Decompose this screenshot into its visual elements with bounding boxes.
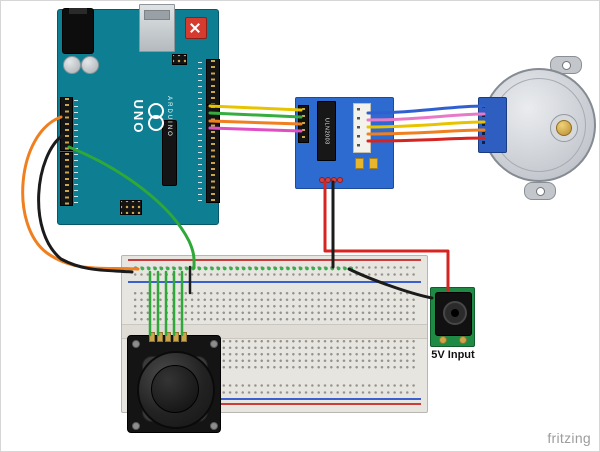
arduino-uno-board: ARDUINO UNO <box>57 4 220 225</box>
breadboard-blue-rail-line-top <box>128 281 421 283</box>
joystick-screw <box>210 422 218 430</box>
wire-arduino-to-driver-magenta <box>208 126 303 133</box>
joystick-pin-4 <box>173 332 179 342</box>
barrel-jack-opening <box>443 301 467 325</box>
joystick-pin-5 <box>181 332 187 342</box>
breadboard-used-rail-highlight <box>133 265 355 272</box>
arduino-logo: ARDUINO UNO <box>122 77 182 157</box>
arduino-model-text: UNO <box>131 99 147 135</box>
motor-shaft <box>556 120 572 136</box>
uln2003-chip-label: ULN2003 <box>323 117 330 145</box>
driver-input-header <box>298 105 309 143</box>
driver-power-pin-1 <box>319 177 325 183</box>
arduino-digital-header-lower <box>206 105 220 203</box>
arduino-power-header <box>60 97 73 151</box>
arduino-silkscreen-left <box>74 100 78 204</box>
motor-tab-hole-bottom <box>536 187 545 196</box>
driver-power-pin-4 <box>337 177 343 183</box>
motor-mounting-tab-top <box>550 56 582 74</box>
joystick-module <box>127 332 221 433</box>
arduino-digital-header-upper <box>206 59 220 105</box>
joystick-stick-top <box>151 365 199 413</box>
joystick-screw <box>210 340 218 348</box>
joystick-pin-3 <box>165 332 171 342</box>
arduino-reset-button <box>185 17 207 39</box>
power-pad-1 <box>439 336 447 344</box>
power-jack-module <box>430 287 475 347</box>
joystick-pin-1 <box>149 332 155 342</box>
motor-connector <box>478 97 507 153</box>
uln2003-chip: ULN2003 <box>317 101 336 161</box>
arduino-infinity-icon <box>148 103 165 131</box>
arduino-capacitor-2 <box>81 56 99 74</box>
arduino-brand-text: ARDUINO <box>166 96 173 138</box>
driver-motor-socket <box>353 103 371 153</box>
fritzing-watermark: fritzing <box>547 430 591 446</box>
wire-arduino-to-driver-yellow <box>208 104 303 112</box>
arduino-analog-header <box>60 152 73 206</box>
uln2003-driver-board: ULN2003 <box>295 97 394 189</box>
joystick-pin-2 <box>157 332 163 342</box>
arduino-usb-connector <box>139 4 175 52</box>
motor-mounting-tab-bottom <box>524 182 556 200</box>
barrel-jack <box>435 292 472 336</box>
arduino-power-jack <box>62 8 94 54</box>
wire-arduino-to-driver-orange <box>208 119 303 126</box>
arduino-icsp-header <box>120 200 142 215</box>
breadboard-blue-rail-line-bottom <box>128 398 421 400</box>
driver-led-2 <box>369 158 378 169</box>
breadboard-red-rail-line-bottom <box>128 403 421 405</box>
arduino-capacitor-1 <box>63 56 81 74</box>
power-input-label: 5V Input <box>431 349 475 361</box>
breadboard-red-rail-line-top <box>128 259 421 261</box>
driver-led-1 <box>355 158 364 169</box>
motor-tab-hole-top <box>562 61 571 70</box>
joystick-screw <box>132 422 140 430</box>
wire-arduino-to-driver-green <box>208 111 303 119</box>
breadboard-upper-holes <box>132 290 417 323</box>
power-pad-2 <box>459 336 467 344</box>
arduino-icsp2-header <box>172 54 187 65</box>
joystick-screw <box>132 340 140 348</box>
arduino-silkscreen-right <box>198 62 202 202</box>
